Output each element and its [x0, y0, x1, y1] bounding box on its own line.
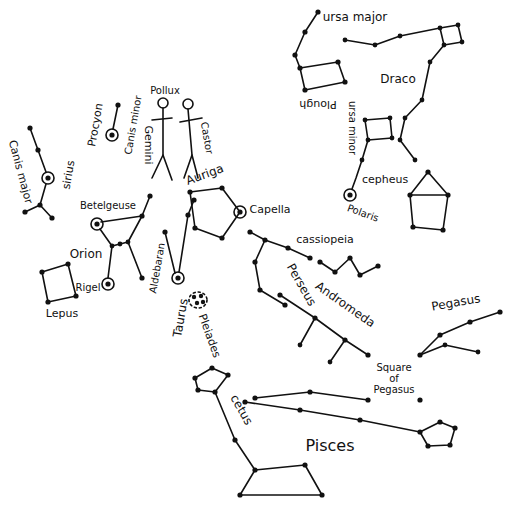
star-label: cetus: [227, 393, 255, 428]
star-label: ursa minor: [347, 101, 358, 155]
constellation-name: Canis minor: [122, 95, 143, 156]
constellation-name: Betelgeuse: [80, 200, 136, 211]
star-label: cassiopeia: [296, 234, 354, 246]
constellation-name: Castor: [199, 121, 215, 155]
star-label: Andromeda: [313, 280, 377, 331]
constellation-name: Aldebaran: [147, 242, 167, 294]
constellation-region: Procyon Canis minor: [84, 85, 148, 168]
constellation-name: sirius: [61, 160, 78, 191]
constellation-name: Pisces: [305, 437, 354, 455]
constellation-name: Pollux: [150, 85, 180, 96]
star-label: Draco: [380, 73, 415, 86]
constellation-name: Canis major: [6, 139, 35, 205]
star-label: Plough: [299, 98, 336, 110]
constellation-name: Lepus: [46, 308, 78, 320]
star-label: cepheus: [362, 174, 408, 186]
star-label: ursa major: [323, 11, 388, 24]
star-label: Pegasus: [431, 292, 482, 314]
star-label: Polaris: [346, 202, 381, 224]
asterism-box: Square of Pegasus: [368, 355, 420, 400]
constellation-name: Orion: [70, 248, 103, 261]
constellation-region: sirius Canis major: [6, 114, 86, 224]
star-label: Auriga: [184, 162, 225, 188]
star-label: Capella: [249, 204, 290, 216]
constellation-name: Square of Pegasus: [370, 362, 418, 395]
constellation-name: Rigel: [75, 282, 100, 293]
constellation-region: Pisces: [238, 356, 464, 472]
star-label: Pleiades: [195, 312, 222, 359]
constellation-name: Procyon: [86, 102, 106, 147]
constellation-name: Gemini: [142, 125, 154, 164]
star-label: Perseus: [284, 262, 319, 309]
constellation-name: Taurus: [171, 298, 191, 339]
constellation-region: AldebaranTaurus: [148, 190, 200, 352]
